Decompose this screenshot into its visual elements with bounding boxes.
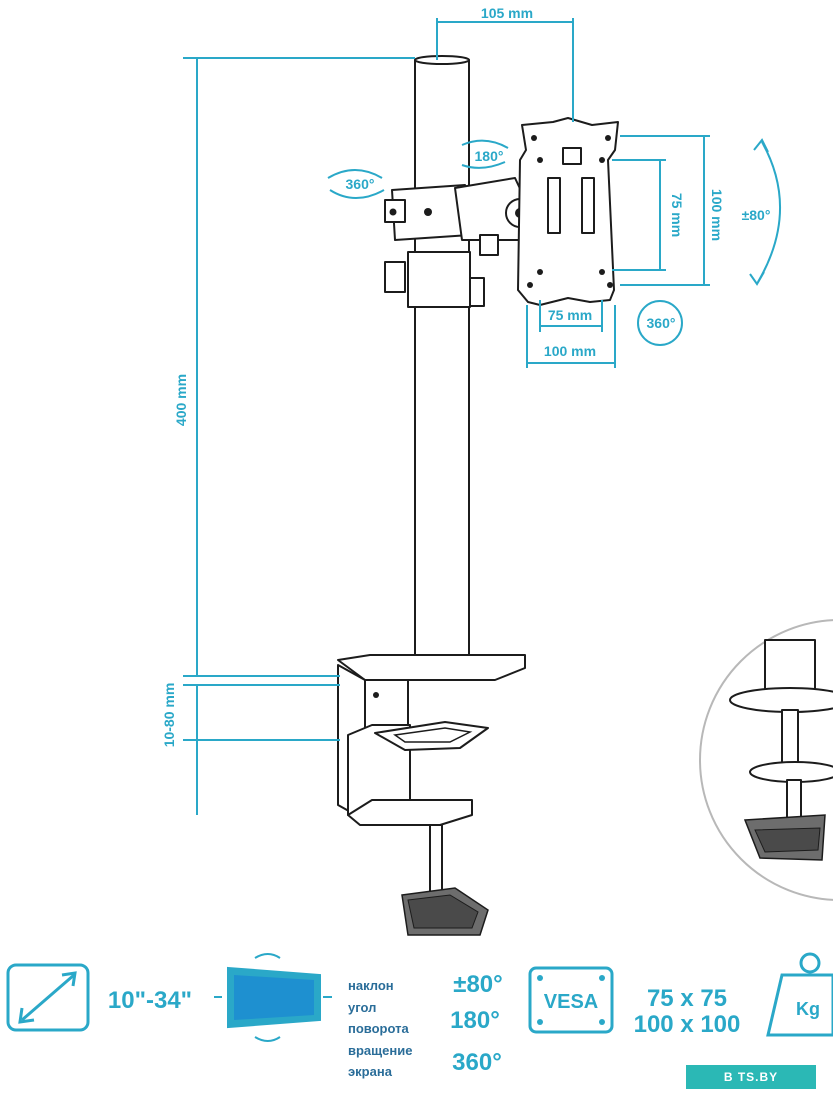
dimension-labels: 105 mm 400 mm 10-80 mm 75 mm 100 mm 75 m… [161,5,770,747]
desk-clamp [337,654,526,936]
rotate-value: 360° [452,1049,502,1076]
height-collar [384,251,485,308]
label-top-offset: 105 mm [481,5,533,21]
tilt-label: наклон [348,978,394,993]
screen-adjust-icon [214,953,332,1042]
weight-unit: Kg [796,999,820,1019]
screen-size-icon [6,963,90,1032]
rotate-label-2: экрана [348,1064,393,1079]
label-screen-rotation: 360° [647,315,676,331]
label-arm-pivot: 180° [475,148,504,164]
turn-value: 180° [450,1007,500,1034]
label-vesa-h-outer: 100 mm [544,343,596,359]
vesa-label: VESA [544,991,598,1013]
label-pole-swivel: 360° [346,176,375,192]
spec-strip: 10"-34" наклон ±80° угол поворота 180° в… [6,952,833,1079]
tilt-value: ±80° [453,971,502,998]
vesa-plate [517,117,619,306]
dimension-lines [183,18,782,815]
vesa-size-1: 75 x 75 [647,985,727,1012]
label-vesa-v-inner: 75 mm [669,193,685,237]
screen-size-value: 10"-34" [108,987,192,1014]
label-tilt: ±80° [742,207,771,223]
label-pole-height: 400 mm [173,374,189,426]
pole [414,55,470,666]
turn-label-2: поворота [348,1021,409,1036]
label-vesa-h-inner: 75 mm [548,307,592,323]
rotate-label-1: вращение [348,1043,412,1058]
label-vesa-v-outer: 100 mm [709,189,725,241]
vesa-icon [528,966,614,1034]
weight-icon [766,952,833,1037]
turn-label-1: угол [348,1000,376,1015]
watermark-badge: B TS.BY [686,1065,816,1089]
vesa-size-2: 100 x 100 [634,1011,741,1038]
clamp-detail-inset [699,619,833,901]
label-clamp-range: 10-80 mm [161,683,177,748]
mount-drawing [337,55,833,936]
